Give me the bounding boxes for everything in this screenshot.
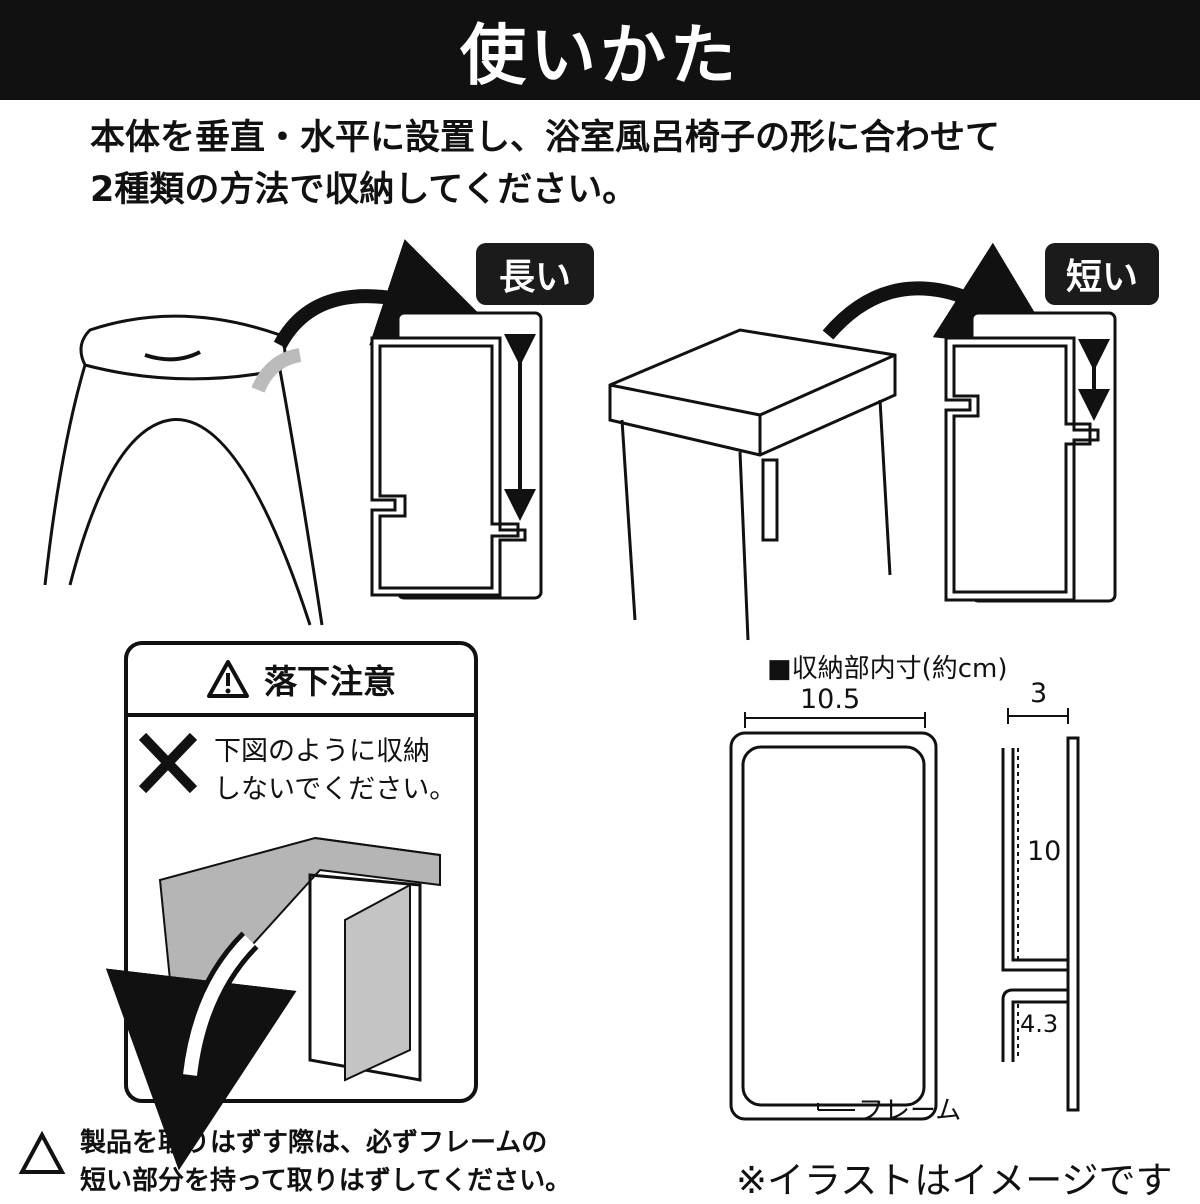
caution-line-2: しないでください。 xyxy=(214,774,457,805)
caution-line-1: 下図のように収納 xyxy=(214,736,430,767)
image-note: ※イラストはイメージです xyxy=(736,1159,1173,1202)
bottom-warning-line-1: 製品を取りはずす際は、必ずフレームの xyxy=(80,1128,548,1158)
warning-triangle-icon xyxy=(18,1130,66,1174)
page-title: 使いかた xyxy=(460,17,740,94)
round-stool-illustration xyxy=(43,314,324,626)
intro-line-2: 2種類の方法で収納してください。 xyxy=(90,170,638,210)
cross-mark-icon xyxy=(138,732,198,794)
dimensions-title: ■収納部内寸(約cm) xyxy=(767,654,1008,684)
dimension-side-view xyxy=(1001,708,1080,1112)
wrong-storage-illustration xyxy=(105,836,441,1171)
long-tag: 長い xyxy=(476,243,594,305)
intro-text: 本体を垂直・水平に設置し、浴室風呂椅子の形に合わせて 2種類の方法で収納してくだ… xyxy=(90,112,1170,216)
width-dimension: 10.5 xyxy=(800,684,861,715)
title-banner: 使いかた xyxy=(0,0,1200,100)
short-holder-illustration xyxy=(944,311,1117,603)
dimension-front-view xyxy=(729,712,938,1121)
height-dimension: 10 xyxy=(1027,836,1062,867)
caution-title: 落下注意 xyxy=(264,662,396,701)
square-chair-illustration xyxy=(608,328,897,641)
long-holder-illustration xyxy=(370,311,543,600)
bottom-warning-line-2: 短い部分を持って取りはずしてください。 xyxy=(80,1166,572,1196)
caution-message: 下図のように収納 しないでください。 xyxy=(214,733,456,809)
arrow-short-icon xyxy=(822,242,1058,351)
arrow-long-icon xyxy=(273,239,494,349)
intro-line-1: 本体を垂直・水平に設置し、浴室風呂椅子の形に合わせて xyxy=(90,118,1001,158)
caution-triangle-icon xyxy=(207,660,249,698)
depth-dimension: 3 xyxy=(1030,678,1048,709)
short-tag: 短い xyxy=(1045,243,1159,305)
caution-box: 落下注意 下図のように収納 しないでください。 xyxy=(124,641,478,1103)
frame-label: フレーム xyxy=(858,1096,962,1126)
caution-header: 落下注意 xyxy=(128,645,474,717)
lower-dimension: 4.3 xyxy=(1020,1010,1059,1038)
bottom-warning: 製品を取りはずす際は、必ずフレームの 短い部分を持って取りはずしてください。 xyxy=(80,1124,571,1200)
